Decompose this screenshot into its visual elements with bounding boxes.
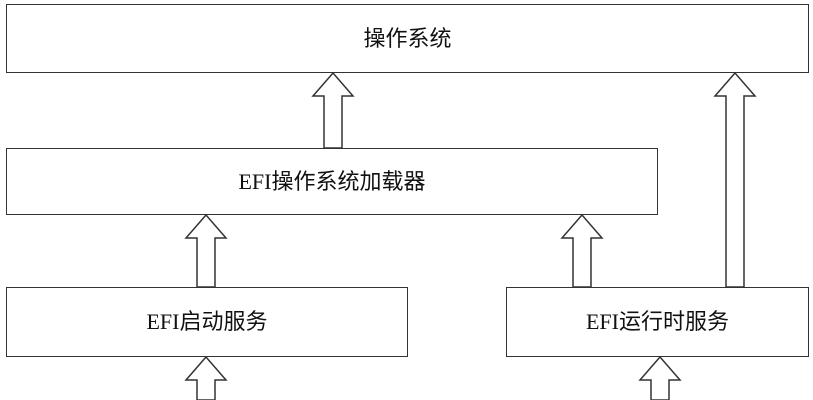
efi-runtime-services-label: EFI运行时服务 bbox=[585, 309, 729, 334]
arrow-into-runtime bbox=[638, 355, 682, 400]
efi-runtime-services-box: EFI运行时服务 bbox=[506, 287, 809, 357]
arrow-boot-to-loader bbox=[184, 213, 228, 288]
arrow-runtime-to-os bbox=[713, 71, 757, 288]
os-box: 操作系统 bbox=[6, 4, 809, 73]
arrow-into-boot bbox=[184, 355, 228, 400]
arrow-runtime-to-loader bbox=[560, 213, 604, 288]
os-label: 操作系统 bbox=[363, 25, 452, 51]
efi-boot-services-box: EFI启动服务 bbox=[6, 287, 408, 357]
efi-boot-services-label: EFI启动服务 bbox=[146, 309, 268, 334]
efi-os-loader-label: EFI操作系统加载器 bbox=[238, 168, 426, 194]
arrow-loader-to-os bbox=[311, 71, 355, 149]
efi-os-loader-box: EFI操作系统加载器 bbox=[6, 148, 658, 215]
